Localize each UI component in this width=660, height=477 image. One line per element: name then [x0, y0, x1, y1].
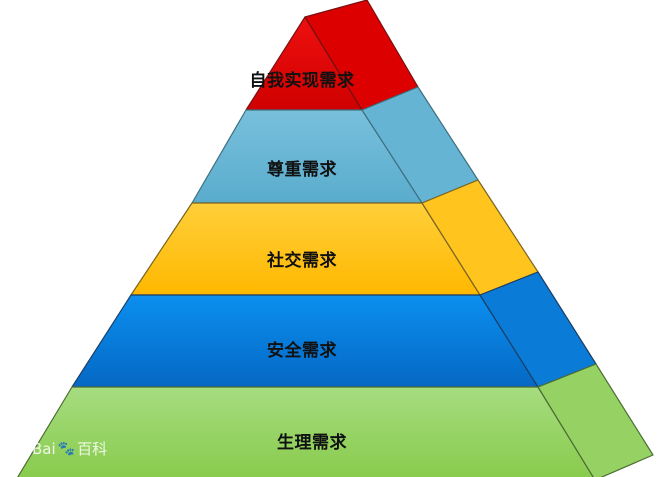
watermark-brand: Bai: [32, 439, 56, 458]
paw-icon: 🐾: [57, 440, 76, 457]
level-label-esteem: 尊重需求: [267, 160, 337, 180]
level-5-side: [537, 363, 654, 477]
level-label-safety: 安全需求: [267, 341, 337, 361]
level-label-self-actualization: 自我实现需求: [249, 71, 355, 91]
level-label-social: 社交需求: [267, 251, 337, 271]
baidu-baike-watermark: Bai 🐾 百科: [32, 438, 107, 459]
watermark-suffix: 百科: [77, 440, 108, 458]
level-5-front: [17, 386, 594, 477]
level-label-physiological: 生理需求: [277, 433, 347, 453]
